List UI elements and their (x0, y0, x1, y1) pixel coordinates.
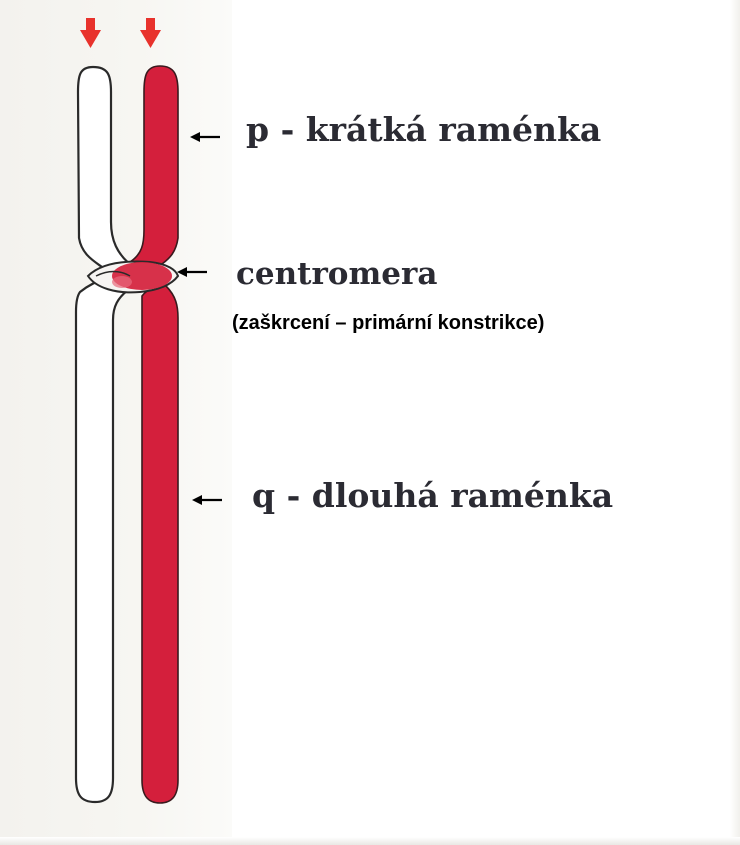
chromatid-outline-p-arm (78, 67, 132, 270)
chromatid-outline (76, 67, 132, 802)
down-arrow-icon (80, 18, 101, 48)
left-arrow-icon (192, 495, 222, 505)
down-arrow-icon (140, 18, 161, 48)
chromatid-outline-q-arm (76, 278, 128, 802)
centromere-note: (zaškrcení – primární konstrikce) (232, 312, 544, 335)
centromere-label: centromera (236, 256, 437, 292)
chromatid-red-p-arm (130, 66, 178, 264)
left-arrow-icon (190, 132, 220, 142)
p-arm-label: p - krátká raménka (246, 110, 601, 149)
chromatid-red-q-arm (142, 285, 178, 803)
chromatid-red (130, 66, 178, 803)
left-arrow-icon (177, 267, 207, 277)
q-arm-label: q - dlouhá raménka (252, 476, 613, 515)
